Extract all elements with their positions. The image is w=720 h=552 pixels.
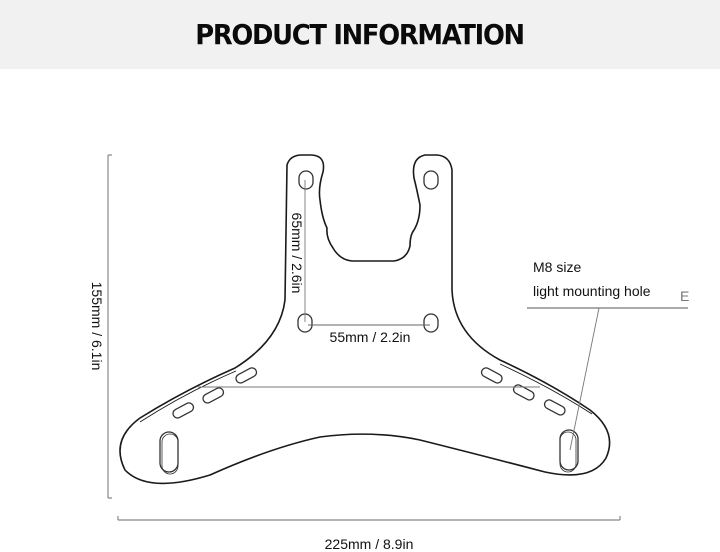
- hole-mid-right: [423, 313, 439, 333]
- dimension-lines: [107, 154, 688, 521]
- callout-line1: M8 size: [533, 259, 581, 275]
- header-banner: PRODUCT INFORMATION: [0, 0, 720, 69]
- bracket-outline: [119, 154, 611, 485]
- height-label: 155mm / 6.1in: [89, 282, 105, 371]
- stray-mark: E: [680, 288, 689, 304]
- callout-line2: light mounting hole: [533, 283, 651, 299]
- height-dimension-line: [107, 154, 112, 499]
- mounting-holes: [159, 170, 579, 475]
- hole-top-left: [298, 170, 314, 190]
- width-label: 225mm / 8.9in: [325, 536, 414, 552]
- callout-leader-line: [569, 307, 600, 451]
- horizontal-spacing-label: 55mm / 2.2in: [330, 329, 411, 345]
- vertical-spacing-label: 65mm / 2.6in: [289, 213, 305, 294]
- page-title: PRODUCT INFORMATION: [195, 18, 526, 51]
- hole-top-right: [423, 170, 439, 190]
- width-dimension-line: [117, 516, 621, 521]
